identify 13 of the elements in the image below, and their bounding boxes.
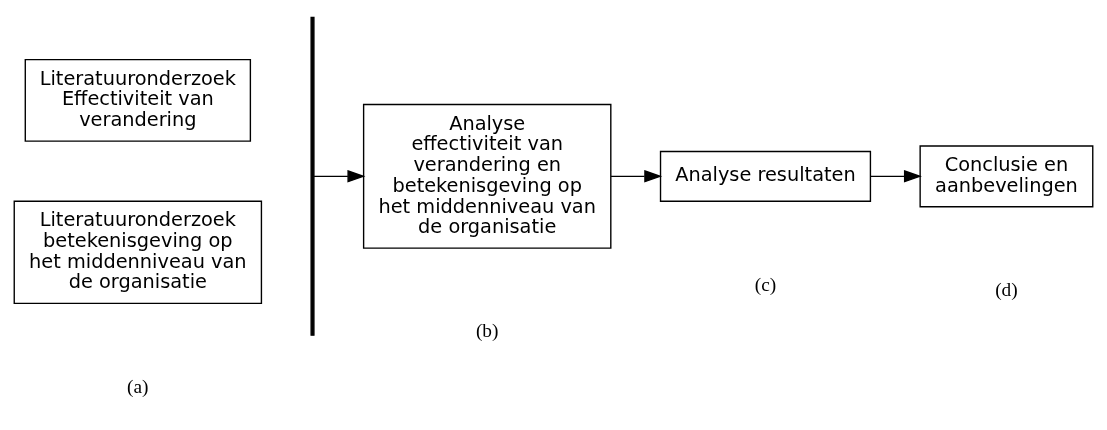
node-bar: [310, 16, 315, 336]
node-box: Literatuuronderzoek betekenisgeving op het middenniveau van de organisatie: [13, 200, 263, 305]
arrow: [313, 170, 366, 183]
node-box: Analyse effectiviteit van verandering en betekenisgeving op het middenniveau van de organisatie: [362, 103, 612, 249]
label: (c): [754, 273, 777, 295]
node-box: Literatuuronderzoek Effectiviteit van verandering: [24, 58, 252, 142]
label: (a): [127, 375, 149, 397]
arrow: [869, 170, 922, 183]
node-box: Conclusie en aanbevelingen: [919, 145, 1094, 208]
arrow: [610, 170, 663, 183]
node-box: Analyse resultaten: [659, 150, 872, 202]
label: (d): [995, 279, 1018, 301]
label: (b): [475, 320, 499, 342]
